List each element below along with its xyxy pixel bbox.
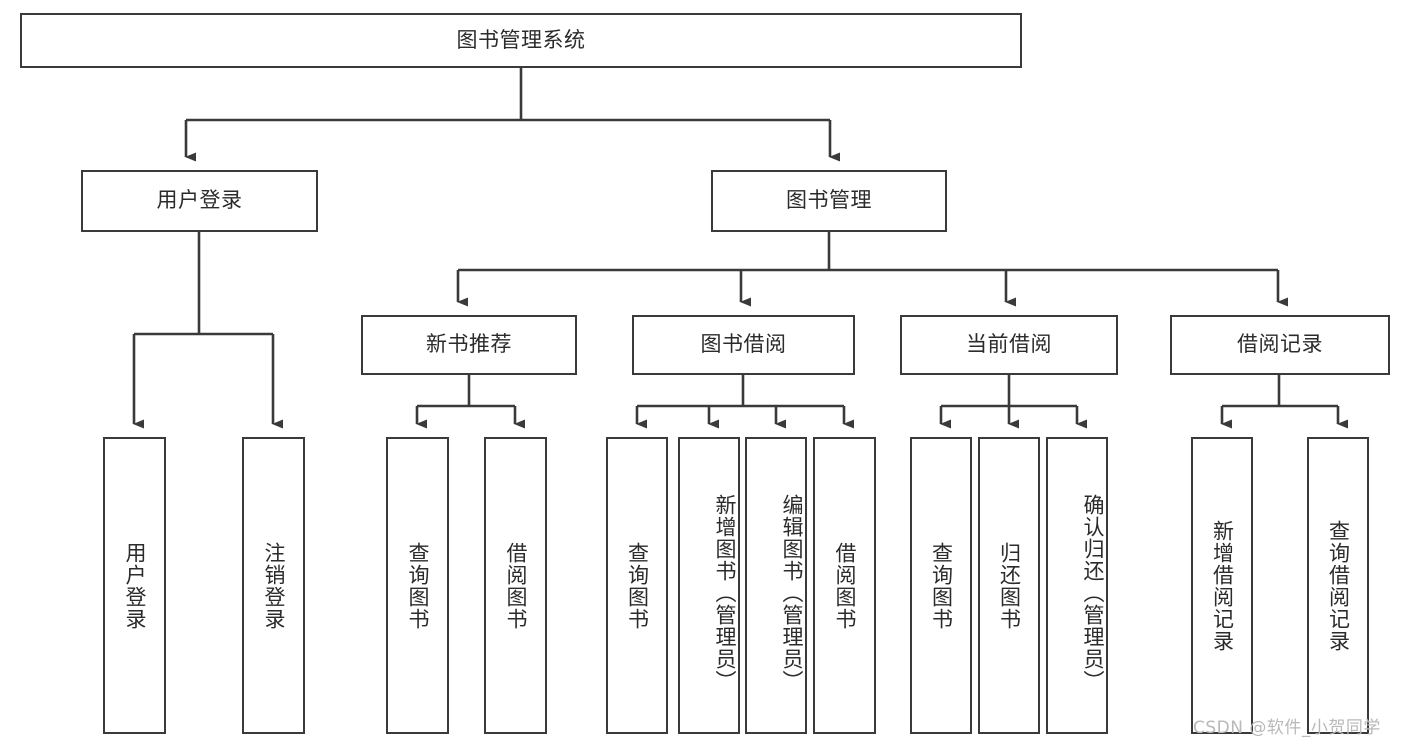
node-leaf-return-book-label: 归还图书 <box>997 541 1022 630</box>
node-new-book-recommend[interactable]: 新书推荐 <box>361 315 577 375</box>
node-current-borrow[interactable]: 当前借阅 <box>900 315 1118 375</box>
node-leaf-user-logout[interactable]: 注销登录 <box>242 437 305 734</box>
node-new-book-recommend-label: 新书推荐 <box>426 332 512 357</box>
node-leaf-query-book-2-label: 查询图书 <box>625 541 650 630</box>
node-book-management-label: 图书管理 <box>786 188 872 213</box>
node-root-label: 图书管理系统 <box>456 27 586 52</box>
node-leaf-edit-book-label: 编辑图书（管理员） <box>780 493 804 692</box>
node-leaf-query-book-1[interactable]: 查询图书 <box>386 437 449 734</box>
node-user-login[interactable]: 用户登录 <box>81 170 318 232</box>
node-leaf-confirm-return[interactable]: 确认归还（管理员） <box>1046 437 1108 734</box>
node-leaf-borrow-book-2[interactable]: 借阅图书 <box>813 437 876 734</box>
node-leaf-query-book-1-label: 查询图书 <box>405 541 430 630</box>
node-leaf-borrow-book-1[interactable]: 借阅图书 <box>484 437 547 734</box>
node-book-management[interactable]: 图书管理 <box>711 170 947 232</box>
node-leaf-borrow-book-1-label: 借阅图书 <box>503 541 528 630</box>
node-leaf-confirm-return-label: 确认归还（管理员） <box>1081 493 1105 692</box>
node-leaf-return-book[interactable]: 归还图书 <box>978 437 1040 734</box>
node-leaf-query-record[interactable]: 查询借阅记录 <box>1307 437 1369 734</box>
node-leaf-add-record-label: 新增借阅记录 <box>1210 519 1235 652</box>
node-leaf-add-book[interactable]: 新增图书（管理员） <box>678 437 740 734</box>
node-leaf-user-login-label: 用户登录 <box>122 541 147 630</box>
node-leaf-query-book-3-label: 查询图书 <box>929 541 954 630</box>
node-leaf-user-login[interactable]: 用户登录 <box>103 437 166 734</box>
node-book-borrow[interactable]: 图书借阅 <box>632 315 855 375</box>
node-leaf-query-record-label: 查询借阅记录 <box>1326 519 1351 652</box>
node-leaf-borrow-book-2-label: 借阅图书 <box>832 541 857 630</box>
node-leaf-query-book-3[interactable]: 查询图书 <box>910 437 972 734</box>
node-root[interactable]: 图书管理系统 <box>20 13 1022 68</box>
node-leaf-query-book-2[interactable]: 查询图书 <box>606 437 668 734</box>
node-book-borrow-label: 图书借阅 <box>700 332 787 357</box>
node-borrow-record[interactable]: 借阅记录 <box>1170 315 1390 375</box>
node-leaf-user-logout-label: 注销登录 <box>261 541 286 630</box>
node-current-borrow-label: 当前借阅 <box>966 332 1052 357</box>
node-user-login-label: 用户登录 <box>156 188 243 213</box>
node-borrow-record-label: 借阅记录 <box>1237 332 1323 357</box>
node-leaf-add-book-label: 新增图书（管理员） <box>713 493 737 692</box>
node-leaf-add-record[interactable]: 新增借阅记录 <box>1191 437 1253 734</box>
node-leaf-edit-book[interactable]: 编辑图书（管理员） <box>745 437 807 734</box>
